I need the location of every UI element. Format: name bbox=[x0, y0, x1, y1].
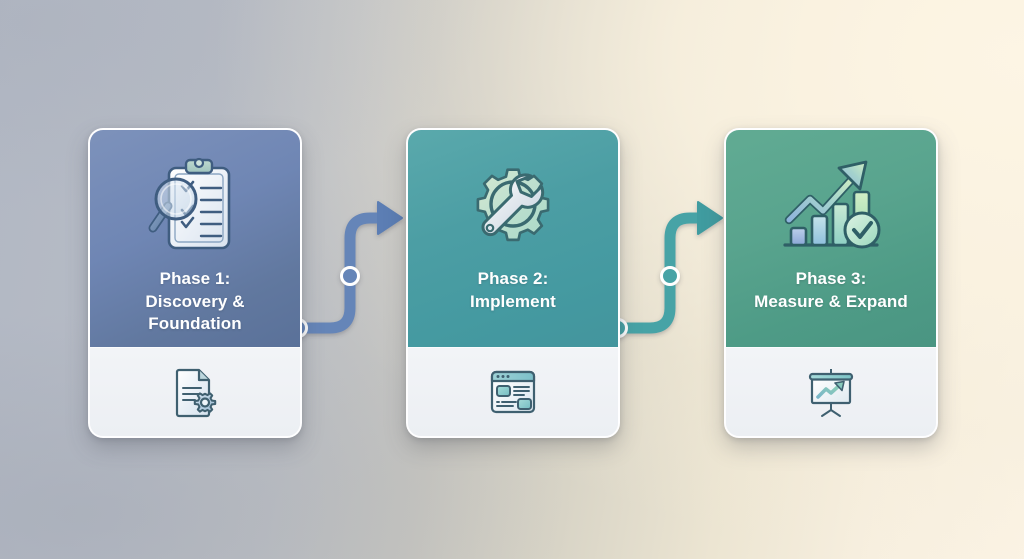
phase-card-2-title: Phase 2: Implement bbox=[462, 268, 564, 313]
connector-path-2 bbox=[612, 212, 708, 334]
connector-node-1b bbox=[340, 266, 360, 286]
connector-phase1-to-phase2 bbox=[288, 201, 403, 338]
clipboard-magnifier-icon bbox=[148, 157, 231, 250]
phase-card-3-title: Phase 3: Measure & Expand bbox=[746, 268, 916, 313]
phase-card-1-title-line-3: Foundation bbox=[148, 314, 242, 334]
phase-card-3-title-line-2: Measure & Expand bbox=[754, 291, 908, 311]
growth-chart-check-icon bbox=[783, 160, 881, 249]
connector-node-2b bbox=[660, 266, 680, 286]
phase-card-1-title-line-2: Discovery & bbox=[145, 291, 245, 311]
gear-wrench-icon bbox=[476, 168, 550, 242]
connector-path-1 bbox=[292, 212, 388, 334]
phase-card-1-title-line-1: Phase 1: bbox=[159, 269, 231, 288]
phase-card-1-title: Phase 1: Discovery & Foundation bbox=[137, 268, 252, 336]
presentation-board-icon bbox=[808, 369, 854, 417]
phase-card-3[interactable]: Phase 3: Measure & Expand bbox=[724, 128, 938, 438]
phase-card-2-header: Phase 2: Implement bbox=[408, 130, 618, 347]
connector-phase2-to-phase3 bbox=[608, 201, 723, 338]
document-gear-icon bbox=[175, 368, 217, 418]
phase-card-2-title-line-2: Implement bbox=[470, 291, 556, 311]
phase-card-1-footer bbox=[90, 347, 300, 436]
phase-card-2-title-line-1: Phase 2: bbox=[477, 269, 549, 288]
phase-card-1-header: Phase 1: Discovery & Foundation bbox=[90, 130, 300, 347]
phase-card-2-footer bbox=[408, 347, 618, 436]
phase-card-3-title-line-1: Phase 3: bbox=[795, 269, 867, 288]
phase-card-3-footer bbox=[726, 347, 936, 436]
phase-card-1[interactable]: Phase 1: Discovery & Foundation bbox=[88, 128, 302, 438]
connector-arrowhead-1 bbox=[377, 201, 403, 235]
browser-wireframe-icon bbox=[490, 370, 536, 414]
phase-card-2[interactable]: Phase 2: Implement bbox=[406, 128, 620, 438]
phase-card-3-header: Phase 3: Measure & Expand bbox=[726, 130, 936, 347]
connector-arrowhead-2 bbox=[697, 201, 723, 235]
